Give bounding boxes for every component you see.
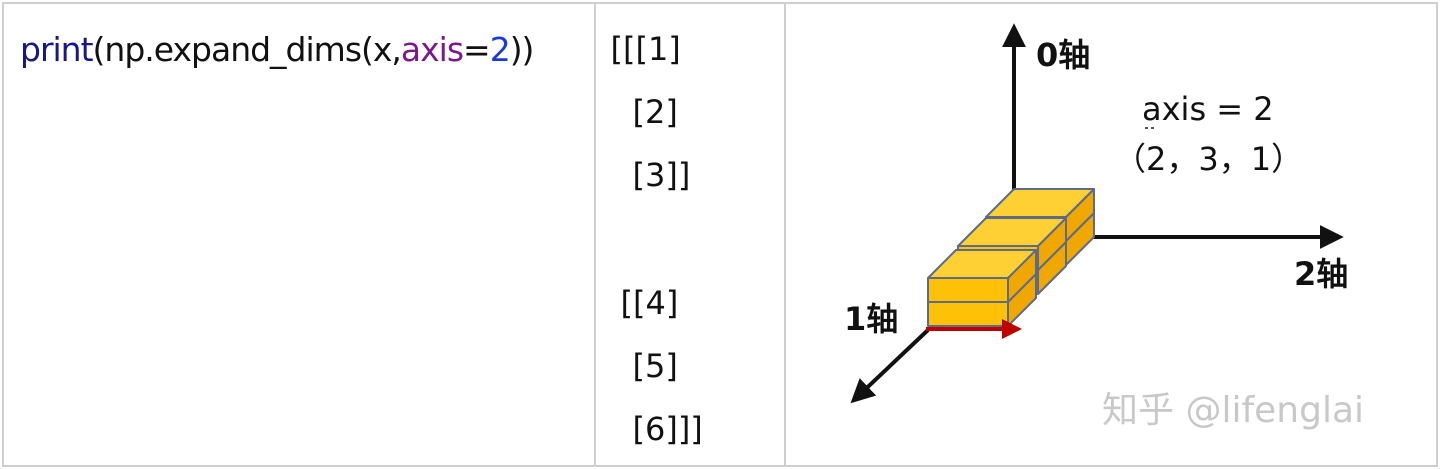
axis1-label: 1轴 [844, 300, 898, 338]
code-token-axis-value: 2 [489, 30, 511, 69]
axis-diagram: 0轴 2轴 1轴 axis = 2 （2，3，1） 知乎 @lifenglai [844, 23, 1364, 431]
code-cell: print(np.expand_dims(x,axis=2)) [4, 4, 597, 465]
axis0-label: 0轴 [1036, 36, 1090, 74]
diagram-cell: 0轴 2轴 1轴 axis = 2 （2，3，1） 知乎 @lifenglai [786, 4, 1436, 465]
code-token-equals: = [463, 30, 491, 69]
axis2-label: 2轴 [1294, 255, 1348, 293]
code-token-call: (np.expand_dims(x, [92, 30, 402, 69]
output-line-3: [3]] [632, 156, 691, 194]
code-token-print: print [20, 30, 94, 69]
code-token-close: )) [509, 30, 535, 69]
code-token-axis-keyword: axis [400, 30, 464, 69]
output-line-1: [[[1] [610, 30, 681, 68]
code-line: print(np.expand_dims(x,axis=2)) [20, 30, 535, 69]
axis-expression: axis = 2 [1142, 90, 1274, 128]
output-line-2: [2] [632, 93, 678, 131]
shape-text: （2，3，1） [1114, 140, 1303, 178]
output-cell: [[[1] [2] [3]] [[4] [5] [6]]] [596, 4, 786, 465]
cube-stack [927, 188, 1095, 327]
axis1-line [850, 328, 930, 404]
output-line-4: [[4] [620, 284, 679, 322]
watermark-text: 知乎 @lifenglai [1102, 390, 1364, 431]
output-line-5: [5] [632, 347, 678, 385]
output-line-6: [6]]] [632, 410, 703, 448]
